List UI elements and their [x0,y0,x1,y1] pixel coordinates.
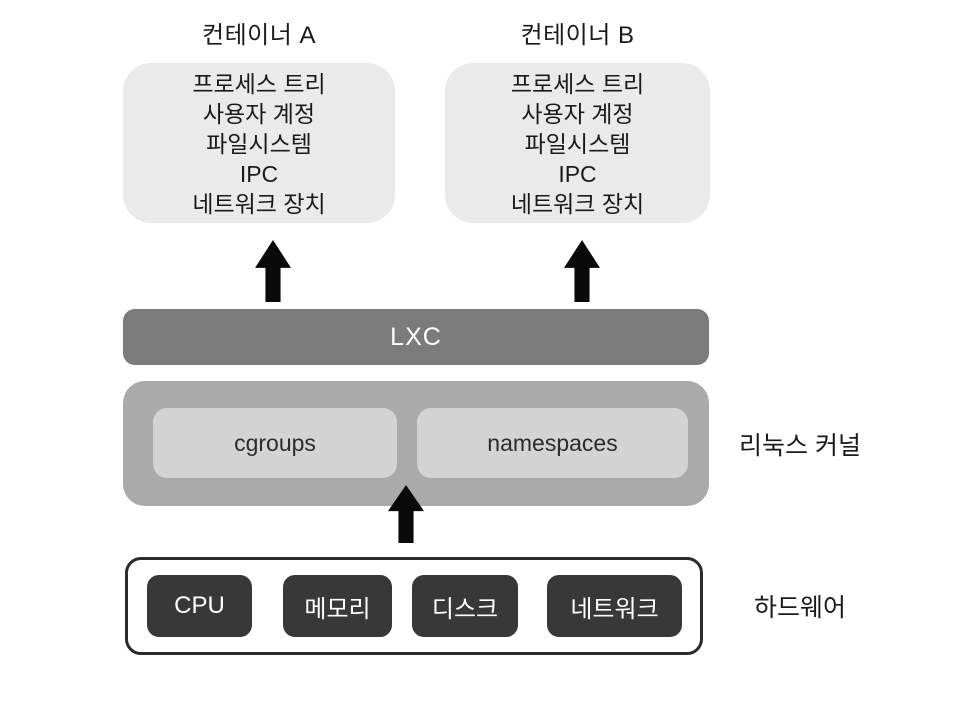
container-a-title: 컨테이너 A [202,21,316,49]
container-b-item-filesystem: 파일시스템 [524,131,631,157]
up-arrow-icon [564,240,600,302]
hardware-item-disk: 디스크 [412,575,518,637]
kernel-component-namespaces: namespaces [417,408,688,478]
container-b-item-ipc: IPC [558,161,597,187]
container-b-item-process-tree: 프로세스 트리 [510,71,645,97]
container-b-item-network-device: 네트워크 장치 [510,191,645,217]
lxc-bar: LXC [123,309,709,365]
container-a-item-network-device: 네트워크 장치 [192,191,326,217]
hardware-label: 하드웨어 [753,594,846,622]
container-a-item-filesystem: 파일시스템 [206,131,312,157]
container-b-title: 컨테이너 B [520,21,635,49]
up-arrow-icon [255,240,291,302]
container-b-box: 프로세스 트리 사용자 계정 파일시스템 IPC 네트워크 장치 [445,63,710,223]
linux-kernel-label: 리눅스 커널 [739,431,861,460]
container-a-item-ipc: IPC [239,161,279,187]
lxc-label: LXC [390,322,442,351]
container-a-item-process-tree: 프로세스 트리 [192,71,326,97]
hardware-item-cpu: CPU [147,575,252,637]
hardware-item-memory: 메모리 [283,575,392,637]
container-b-item-user-account: 사용자 계정 [521,101,634,127]
container-a-item-user-account: 사용자 계정 [202,101,316,127]
kernel-component-cgroups: cgroups [153,408,397,478]
container-a-box: 프로세스 트리 사용자 계정 파일시스템 IPC 네트워크 장치 [123,63,395,223]
hardware-item-network: 네트워크 [547,575,682,637]
